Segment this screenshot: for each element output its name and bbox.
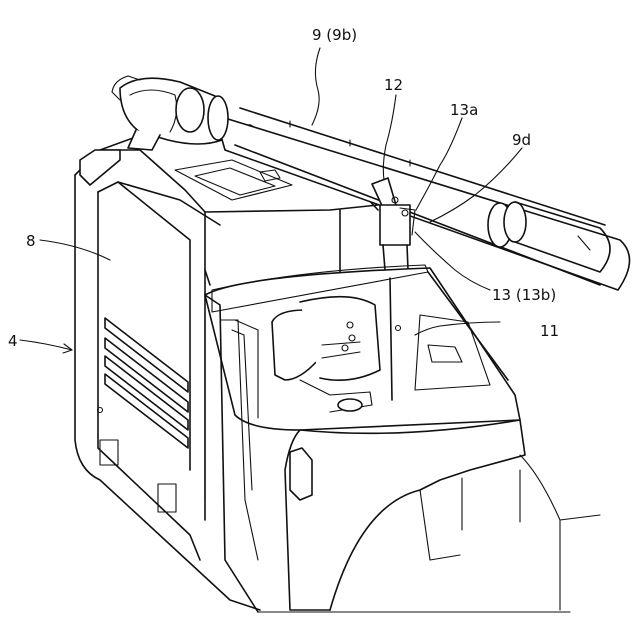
label-cab: 11 [540,322,559,340]
label-pivot: 12 [384,76,403,94]
label-body: 4 [8,332,18,350]
label-lever-a: 13a [450,101,478,119]
label-boom-end: 9d [512,131,531,149]
operator-cab [205,265,600,612]
label-boom: 9 (9b) [312,26,357,44]
label-engine-cover: 8 [26,232,36,250]
label-lever: 13 (13b) [492,286,556,304]
